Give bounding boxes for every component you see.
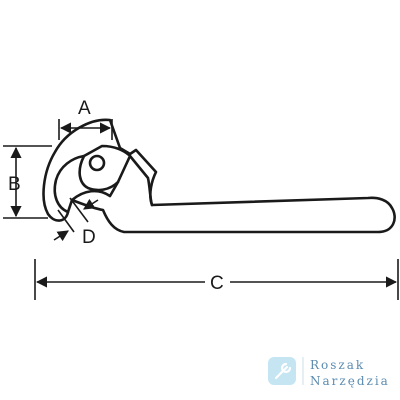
dimension-d-arrow-lower [53, 230, 69, 242]
dimension-b [3, 145, 52, 219]
wrench-pivot-circle [88, 154, 106, 172]
dimension-c [34, 259, 399, 300]
wrench-icon-glyph [274, 362, 292, 380]
dimension-b-label: B [8, 174, 21, 195]
watermark: Roszak Narzędzia [268, 357, 390, 388]
dimension-c-label: C [210, 273, 224, 294]
wrench-body [42, 118, 396, 234]
wrench-pivot-plate [78, 144, 132, 192]
dimension-a-label: A [78, 98, 91, 119]
dimension-a [58, 119, 113, 140]
wrench-hook-inner [53, 154, 86, 214]
dimension-d-arrow-upper [83, 198, 99, 210]
wrench-jaw-line [70, 180, 120, 202]
wrench-outline [42, 118, 396, 234]
watermark-line1: Roszak [310, 358, 365, 372]
dimension-d-label: D [82, 227, 96, 248]
watermark-line2: Narzędzia [310, 374, 390, 388]
wrench-neck-line [128, 154, 154, 207]
dimension-d [53, 197, 99, 242]
